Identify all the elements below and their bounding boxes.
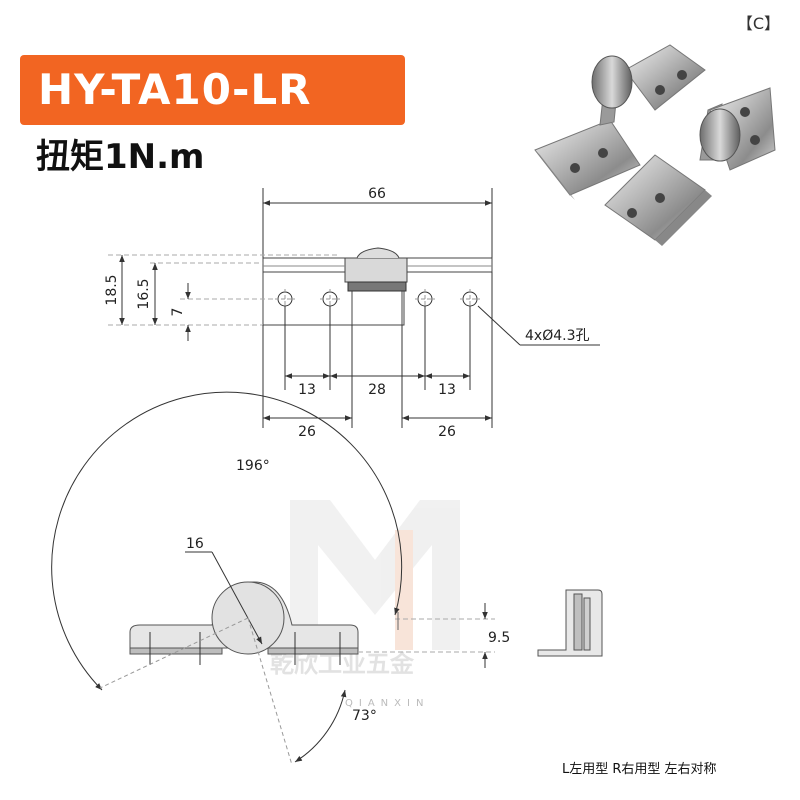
torque-spec: 扭矩1N.m xyxy=(36,137,205,177)
dim-spacing-right: 13 xyxy=(438,382,456,398)
product-photo xyxy=(534,44,776,246)
angle-small-label: 73° xyxy=(352,708,377,724)
product-model-title: HY-TA10-LR xyxy=(38,65,312,114)
dim-spacing-left: 13 xyxy=(298,382,316,398)
top-view-drawing xyxy=(108,188,600,428)
watermark-subtext: QIANXIN xyxy=(345,698,429,709)
title-banner xyxy=(20,55,405,125)
dim-spacing-center: 28 xyxy=(368,382,386,398)
angle-open-label: 196° xyxy=(236,458,270,474)
offset-label: 9.5 xyxy=(488,630,510,646)
dim-leaf-right: 26 xyxy=(438,424,456,440)
dim-height-outer: 18.5 xyxy=(104,274,120,305)
side-view-drawing xyxy=(51,391,603,766)
corner-label: 【C】 xyxy=(736,14,780,33)
dim-height-inner: 16.5 xyxy=(136,278,152,309)
dim-leaf-left: 26 xyxy=(298,424,316,440)
dim-overall-width: 66 xyxy=(368,186,386,202)
hole-callout: 4xØ4.3孔 xyxy=(525,328,589,344)
dim-hole-offset: 7 xyxy=(170,308,186,317)
knuckle-diameter-label: 16 xyxy=(186,536,204,552)
footnote-orientation: L左用型 R右用型 左右对称 xyxy=(562,762,717,777)
